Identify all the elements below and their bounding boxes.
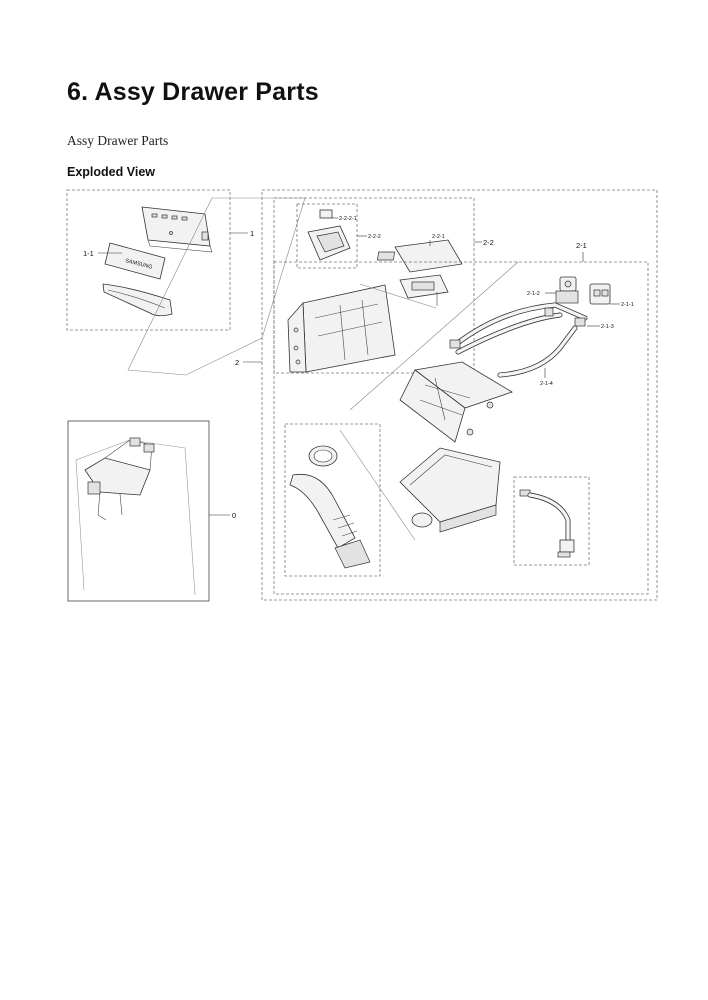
drain-hose-part xyxy=(519,489,575,558)
group-1-box xyxy=(66,189,231,331)
drawer-tray-part xyxy=(287,284,396,373)
callout-2-1: 2-1 xyxy=(576,241,587,250)
callout-2-1-3: 2-1-3 xyxy=(601,324,614,330)
bellows-part xyxy=(289,445,371,569)
group-2-1-box xyxy=(273,261,649,595)
panel-part-1-1: SAMSUNG xyxy=(104,242,166,280)
page-subtitle: Assy Drawer Parts xyxy=(67,133,169,148)
handle-bottom-part xyxy=(102,283,173,317)
bellows-group-box xyxy=(284,423,381,577)
callout-2-2-2-1: 2-2-2-1 xyxy=(339,216,357,222)
detergent-box-part xyxy=(399,447,501,533)
section-heading: Exploded View xyxy=(67,165,155,179)
group-2-2-box xyxy=(273,197,475,374)
callout-2-2: 2-2 xyxy=(483,238,494,247)
drawer-housing-part xyxy=(399,361,513,443)
cabinet-outline xyxy=(75,439,196,596)
group-2-box xyxy=(261,189,658,601)
drain-hose-group-box xyxy=(513,476,590,566)
dispenser-cover-part-2-2-1 xyxy=(377,239,463,299)
callout-0: 0 xyxy=(232,511,236,520)
water-valve-part-2-1-1 xyxy=(589,283,611,305)
group-0-box xyxy=(67,420,210,602)
inlet-hoses-part xyxy=(449,302,588,378)
guide-line xyxy=(359,283,437,309)
valve-cap-part xyxy=(307,209,351,261)
main-assembly-part xyxy=(84,437,155,521)
callout-2: 2 xyxy=(235,358,239,367)
callout-2-1-4: 2-1-4 xyxy=(540,381,553,387)
handle-cover-part xyxy=(141,206,213,253)
water-valve-part-2-1-2 xyxy=(555,276,579,304)
callout-2-2-1: 2-2-1 xyxy=(432,234,445,240)
callout-2-1-1: 2-1-1 xyxy=(621,302,634,308)
guide-line xyxy=(349,261,519,411)
callout-1: 1 xyxy=(250,229,254,238)
callout-2-1-2: 2-1-2 xyxy=(527,291,540,297)
guide-line xyxy=(339,429,416,541)
page-title: 6. Assy Drawer Parts xyxy=(67,78,319,106)
callout-1-1: 1-1 xyxy=(83,249,94,258)
callout-2-2-2: 2-2-2 xyxy=(368,234,381,240)
